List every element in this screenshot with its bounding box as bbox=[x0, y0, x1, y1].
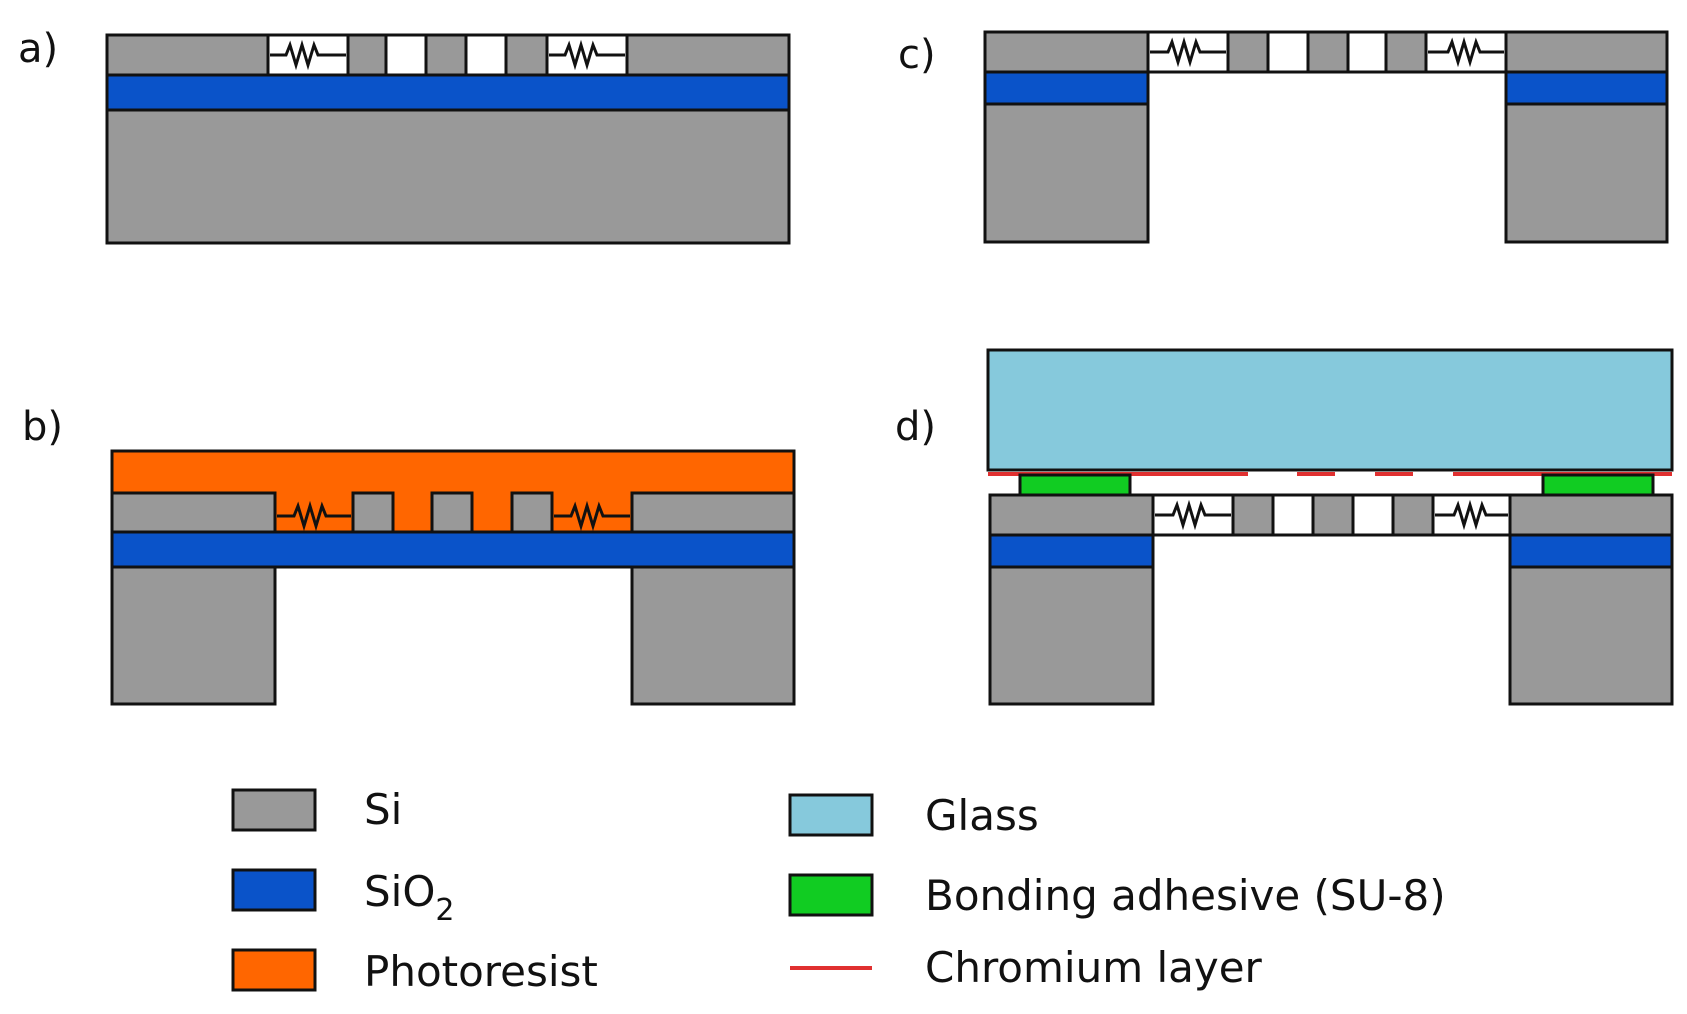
legend-item-photoresist: Photoresist bbox=[231, 947, 598, 996]
si-beam bbox=[510, 491, 554, 534]
legend-item-glass: Glass bbox=[788, 791, 1039, 840]
si-beam bbox=[1391, 493, 1435, 537]
legend-swatch-sio2 bbox=[231, 868, 317, 912]
si-device-right bbox=[1508, 493, 1674, 537]
si-device-left bbox=[983, 30, 1150, 74]
sio2-left bbox=[988, 533, 1155, 569]
si-device-left bbox=[988, 493, 1155, 537]
sio2-right bbox=[1508, 533, 1674, 569]
panel-d-label: d) bbox=[895, 404, 936, 450]
spring bbox=[1150, 36, 1226, 68]
si-substrate-left bbox=[988, 565, 1155, 706]
legend-swatch-adhesive bbox=[788, 873, 874, 917]
etch-gap bbox=[1351, 493, 1395, 537]
si-beam bbox=[1311, 493, 1355, 537]
etch-gap bbox=[1346, 30, 1388, 74]
spring bbox=[277, 500, 351, 532]
si-beam bbox=[1226, 30, 1270, 74]
legend-label-si: Si bbox=[364, 785, 402, 834]
etch-gap bbox=[1271, 493, 1315, 537]
legend-item-sio2: SiO2 bbox=[231, 867, 454, 928]
legend-swatch-si bbox=[231, 788, 317, 832]
si-beam bbox=[351, 491, 395, 534]
legend-label-glass: Glass bbox=[925, 791, 1039, 840]
sio2-layer bbox=[110, 530, 796, 569]
legend-label-photoresist: Photoresist bbox=[364, 947, 598, 996]
etch-gap bbox=[1266, 30, 1310, 74]
si-device-left bbox=[110, 491, 277, 534]
sio2-left bbox=[983, 70, 1150, 106]
spring bbox=[1155, 499, 1231, 531]
bonding-adhesive-right bbox=[1541, 473, 1655, 497]
panel-c: c) bbox=[898, 30, 1669, 244]
legend-swatch-photoresist bbox=[231, 948, 317, 992]
si-substrate-right bbox=[1504, 102, 1669, 244]
spring bbox=[554, 500, 630, 532]
spring bbox=[549, 39, 625, 71]
legend-label-chromium: Chromium layer bbox=[925, 943, 1263, 992]
panel-b: b) bbox=[22, 404, 796, 706]
etch-gap bbox=[464, 33, 508, 77]
si-substrate-left bbox=[983, 102, 1150, 244]
si-device-right bbox=[630, 491, 796, 534]
si-substrate bbox=[105, 108, 791, 245]
panel-b-label: b) bbox=[22, 404, 63, 450]
legend-item-si: Si bbox=[231, 785, 402, 834]
si-substrate-right bbox=[630, 565, 796, 706]
spring bbox=[1435, 499, 1508, 531]
legend-swatch-glass bbox=[788, 793, 874, 837]
panel-a-label: a) bbox=[18, 26, 58, 72]
legend-label-adhesive: Bonding adhesive (SU-8) bbox=[925, 871, 1446, 920]
etch-gap bbox=[384, 33, 428, 77]
device-layer-pattern bbox=[266, 33, 629, 77]
glass-wafer bbox=[986, 348, 1674, 472]
spring bbox=[1428, 36, 1504, 68]
si-device-layer bbox=[105, 33, 791, 77]
spring bbox=[270, 39, 346, 71]
si-beam bbox=[1231, 493, 1275, 537]
legend-label-sio2: SiO2 bbox=[364, 867, 454, 928]
legend-item-chromium: Chromium layer bbox=[790, 943, 1263, 992]
panel-a: a) bbox=[18, 26, 791, 245]
si-device-right bbox=[1504, 30, 1669, 74]
si-beam bbox=[1384, 30, 1428, 74]
bonding-adhesive-left bbox=[1018, 473, 1132, 497]
panel-c-label: c) bbox=[898, 32, 936, 78]
panel-d: d) bbox=[895, 348, 1674, 706]
si-beam bbox=[1306, 30, 1350, 74]
si-beam bbox=[430, 491, 474, 534]
sio2-layer bbox=[105, 73, 791, 112]
si-substrate-left bbox=[110, 565, 277, 706]
sio2-right bbox=[1504, 70, 1669, 106]
legend: Si SiO2 Photoresist Glass Bonding adhesi… bbox=[231, 785, 1446, 996]
si-substrate-right bbox=[1508, 565, 1674, 706]
legend-item-adhesive: Bonding adhesive (SU-8) bbox=[788, 871, 1446, 920]
